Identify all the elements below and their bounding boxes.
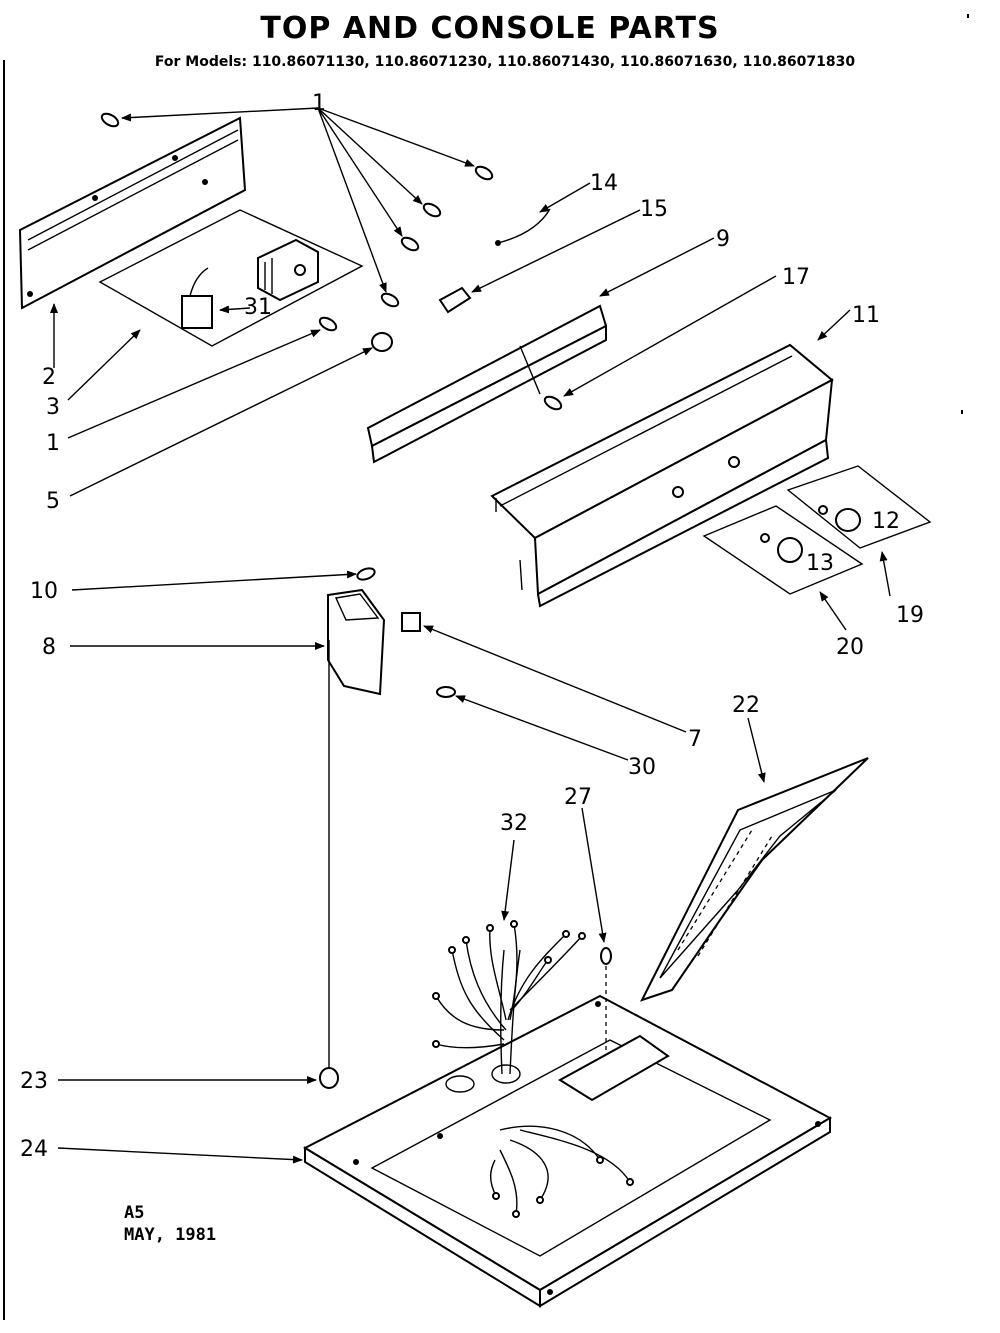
leader-lines <box>50 107 891 1164</box>
callout-13: 13 <box>806 551 834 576</box>
callout-12: 12 <box>872 509 900 534</box>
callout-17: 17 <box>782 265 810 290</box>
part-24-top <box>302 994 833 1308</box>
part-9-rail <box>366 304 608 464</box>
callout-23: 23 <box>20 1069 48 1094</box>
callout-10: 10 <box>30 579 58 604</box>
part-23-bumper <box>319 1067 339 1089</box>
callout-20: 20 <box>836 635 864 660</box>
part-11-console <box>490 343 834 608</box>
callout-32: 32 <box>500 811 528 836</box>
part-22-lid <box>640 757 869 1002</box>
callout-14: 14 <box>590 171 618 196</box>
footer-code: A5 <box>124 1203 144 1223</box>
part-20-knob-sheet <box>702 505 864 595</box>
part-8-end-bracket <box>327 588 386 696</box>
callout-30: 30 <box>628 755 656 780</box>
callout-8: 8 <box>42 635 56 660</box>
footer-date: MAY, 1981 <box>124 1225 216 1245</box>
callout-15: 15 <box>640 197 668 222</box>
knob-12 <box>818 505 861 532</box>
part-7-clip <box>401 612 421 632</box>
part-3-panel-sheet <box>98 209 364 347</box>
callout-19: 19 <box>896 603 924 628</box>
models-line: For Models: 110.86071130, 110.86071230, … <box>155 54 855 70</box>
part-5-bushing <box>371 332 393 352</box>
callout-1-top: 1 <box>312 91 326 116</box>
part-2-rear-panel <box>18 116 247 310</box>
part-27-screw <box>600 947 612 1052</box>
callout-22: 22 <box>732 693 760 718</box>
timer-block <box>257 238 319 302</box>
callout-31: 31 <box>244 295 272 320</box>
callout-1-left: 1 <box>46 431 60 456</box>
callout-2: 2 <box>42 365 56 390</box>
part-19-knob-sheet <box>786 465 932 549</box>
part-31-switch <box>181 267 213 329</box>
callout-5: 5 <box>46 489 60 514</box>
callout-24: 24 <box>20 1137 48 1162</box>
callout-labels: 1 14 15 9 17 11 2 3 31 1 5 12 13 19 20 1… <box>20 91 924 1162</box>
part-30-screw <box>436 686 456 698</box>
callout-11: 11 <box>852 303 880 328</box>
callout-3: 3 <box>46 395 60 420</box>
callout-7: 7 <box>688 727 702 752</box>
part-14-wire <box>495 208 551 246</box>
callout-27: 27 <box>564 785 592 810</box>
page-title: TOP AND CONSOLE PARTS <box>260 11 719 46</box>
part-10-screw <box>356 567 376 581</box>
part-15-bracket <box>438 286 472 314</box>
knob-13 <box>760 533 803 563</box>
part-32-harness <box>432 920 586 1075</box>
screw-parts <box>100 112 563 411</box>
top-wiring <box>489 1125 634 1218</box>
callout-9: 9 <box>716 227 730 252</box>
